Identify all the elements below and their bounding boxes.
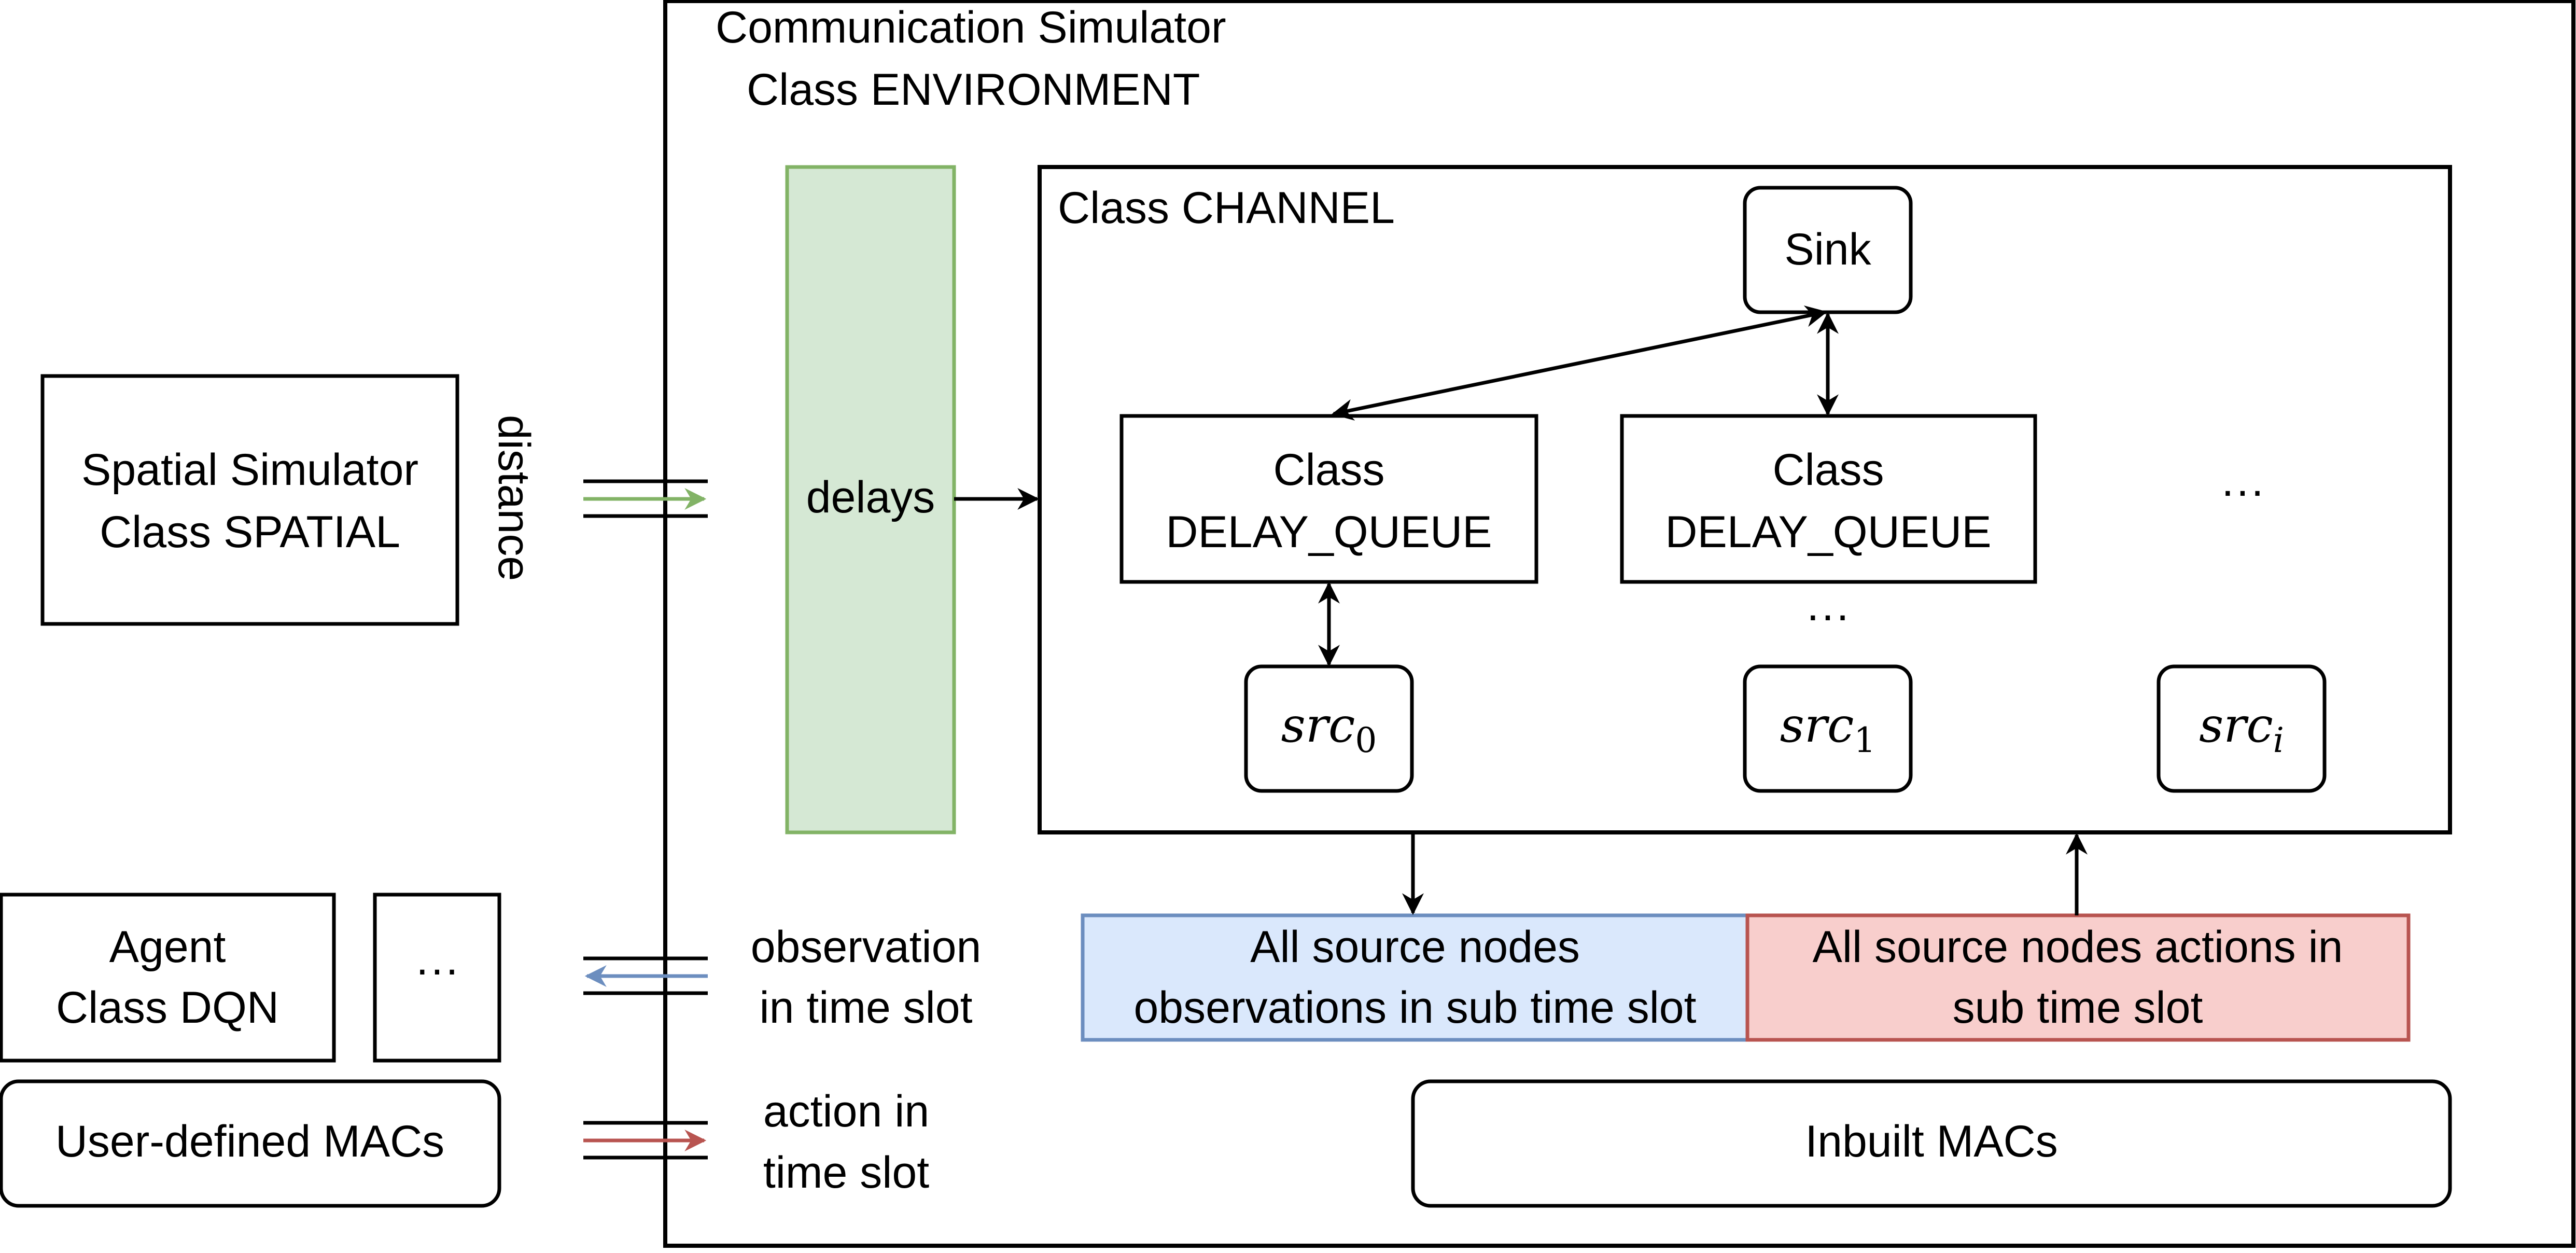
- delay-queue-1: Class DELAY_QUEUE: [1620, 414, 2037, 584]
- delays-label: delays: [806, 472, 935, 522]
- delays-box: delays: [785, 165, 956, 834]
- channel-box: Class CHANNEL: [1038, 165, 2452, 834]
- src-0-node: src0: [1244, 664, 1414, 793]
- spatial-title-line2: Class SPATIAL: [100, 507, 400, 557]
- environment-title-line1: Communication Simulator: [716, 3, 1226, 52]
- observations-line2: observations in sub time slot: [1133, 983, 1696, 1033]
- user-macs-label: User-defined MACs: [55, 1117, 444, 1166]
- environment-box: Communication Simulator Class ENVIRONMEN…: [663, 0, 2575, 1248]
- src-ellipsis: ···: [1805, 590, 1850, 640]
- agent-ellipsis-box: ···: [373, 893, 501, 1063]
- agent-box: Agent Class DQN: [0, 893, 336, 1063]
- actions-box: All source nodes actions in sub time slo…: [1745, 913, 2411, 1042]
- inbuilt-macs-label: Inbuilt MACs: [1805, 1117, 2058, 1166]
- queue-ellipsis: ···: [2220, 466, 2265, 516]
- channel-title: Class CHANNEL: [1058, 183, 1395, 233]
- actions-line1: All source nodes actions in: [1812, 922, 2343, 972]
- observations-line1: All source nodes: [1250, 922, 1580, 972]
- agent-ellipsis: ···: [415, 944, 459, 994]
- src-1-label: src1: [1780, 698, 1876, 760]
- delay-queue-0-line1: Class: [1273, 445, 1384, 495]
- observation-port: [583, 956, 708, 995]
- action-port: [583, 1121, 708, 1160]
- delay-queue-1-line2: DELAY_QUEUE: [1665, 507, 1991, 557]
- src-0-label: src0: [1281, 698, 1377, 760]
- agent-line1: Agent: [109, 922, 226, 972]
- spatial-simulator-box: Spatial Simulator Class SPATIAL: [40, 374, 459, 626]
- delay-queue-0: Class DELAY_QUEUE: [1119, 414, 1538, 584]
- spatial-title-line1: Spatial Simulator: [81, 445, 418, 495]
- action-label-line2: time slot: [763, 1148, 929, 1198]
- distance-label: distance: [489, 415, 539, 581]
- observations-box: All source nodes observations in sub tim…: [1081, 913, 1749, 1042]
- observation-label-line1: observation: [751, 922, 982, 972]
- observation-label-line2: in time slot: [759, 983, 972, 1033]
- src-i-node: srci: [2157, 664, 2327, 793]
- actions-line2: sub time slot: [1953, 983, 2203, 1033]
- sink-node: Sink: [1743, 186, 1913, 314]
- src-i-label: srci: [2199, 698, 2284, 760]
- environment-title-line2: Class ENVIRONMENT: [747, 65, 1200, 115]
- delay-queue-1-line1: Class: [1772, 445, 1884, 495]
- agent-line2: Class DQN: [56, 983, 279, 1033]
- src-1-node: src1: [1743, 664, 1913, 793]
- sink-queue0-arrow: [1331, 305, 1828, 421]
- action-label-line1: action in: [763, 1087, 929, 1136]
- sink-label: Sink: [1784, 225, 1871, 274]
- distance-port: [583, 479, 708, 518]
- inbuilt-macs-box: Inbuilt MACs: [1411, 1079, 2452, 1208]
- user-macs-box: User-defined MACs: [0, 1079, 501, 1208]
- delay-queue-0-line2: DELAY_QUEUE: [1166, 507, 1492, 557]
